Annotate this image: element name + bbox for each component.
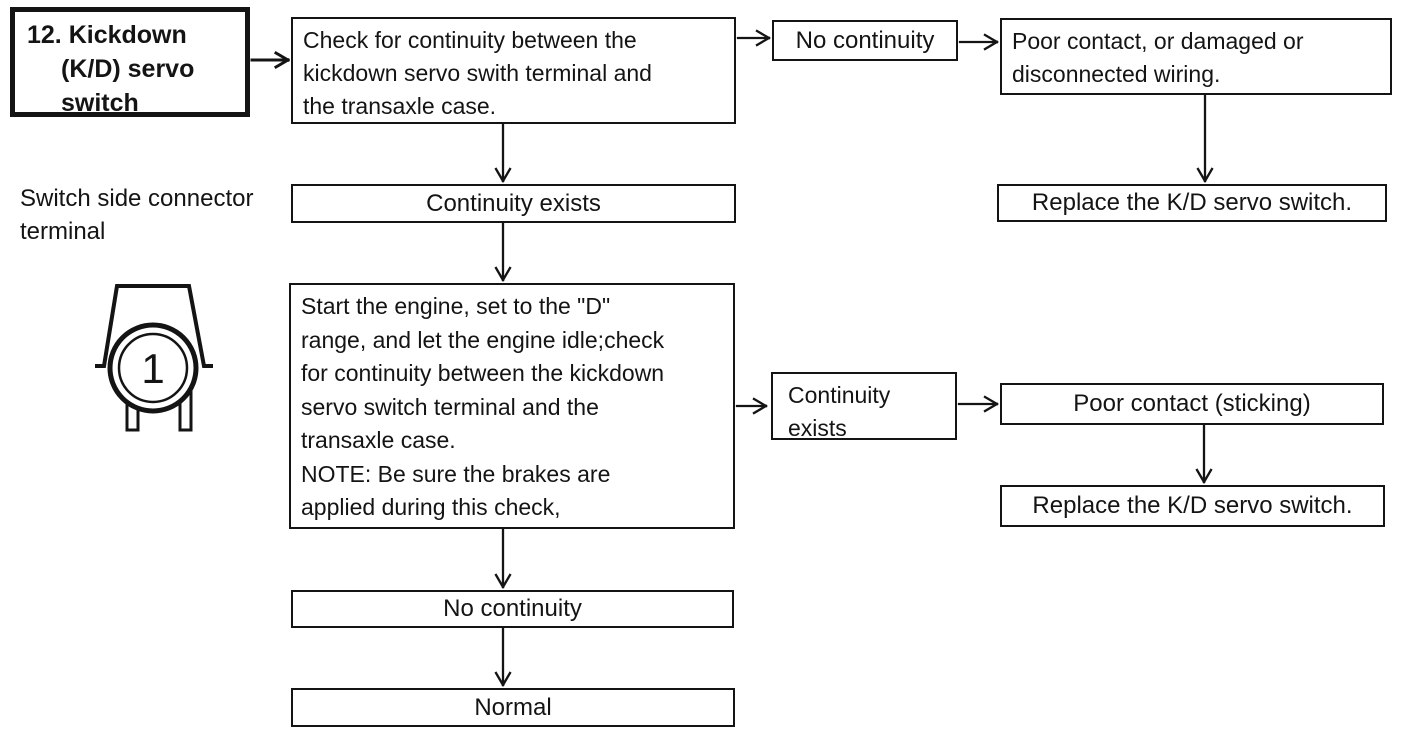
arrow-continuity-exists-2-to-poor-contact-2 [957,395,999,413]
connector-housing-outline [95,284,213,368]
section-title-line-3: switch [61,89,139,117]
replace-servo-switch-box-1: Replace the K/D servo switch. [997,184,1387,222]
replace-servo-switch-box-2: Replace the K/D servo switch. [1000,485,1385,527]
arrow-step1-to-continuity-exists-1 [494,122,512,183]
continuity-exists-box-1: Continuity exists [291,184,736,223]
connector-terminal-illustration: 1 [95,284,213,432]
arrow-poor-contact-1-to-replace-1 [1196,94,1214,183]
arrow-step1-to-no-continuity-1 [736,29,771,47]
section-title-box: 12. Kickdown (K/D) servo switch [10,7,250,117]
step1-check-continuity-box: Check for continuity between the kickdow… [291,17,736,124]
arrow-step2-to-no-continuity-2 [494,527,512,589]
poor-contact-sticking-box: Poor contact (sticking) [1000,383,1384,425]
arrow-no-continuity-1-to-poor-contact-1 [958,33,999,51]
no-continuity-result-box-1: No continuity [772,20,958,61]
continuity-exists-box-2: Continuity exists [771,372,957,441]
arrow-poor-contact-2-to-replace-2 [1195,424,1213,484]
section-title-line-1: 12. Kickdown [27,21,187,49]
connector-pin-number: 1 [141,345,164,392]
arrow-no-continuity-2-to-normal [494,627,512,687]
normal-result-box: Normal [291,688,735,727]
switch-side-connector-terminal-label: Switch side connector terminal [20,185,254,245]
connector-pin-outer-circle [107,322,199,414]
no-continuity-result-box-2: No continuity [291,590,734,628]
connector-pin-inner-circle [117,332,189,404]
step2-engine-idle-check-box: Start the engine, set to the "D" range, … [289,283,735,529]
arrow-continuity-exists-1-to-step2 [494,222,512,282]
poor-contact-wiring-box: Poor contact, or damaged or disconnected… [1000,18,1392,95]
section-title-line-2: (K/D) servo [61,55,195,83]
arrow-title-to-step1 [250,50,291,70]
arrow-step2-to-continuity-exists-2 [735,397,768,415]
